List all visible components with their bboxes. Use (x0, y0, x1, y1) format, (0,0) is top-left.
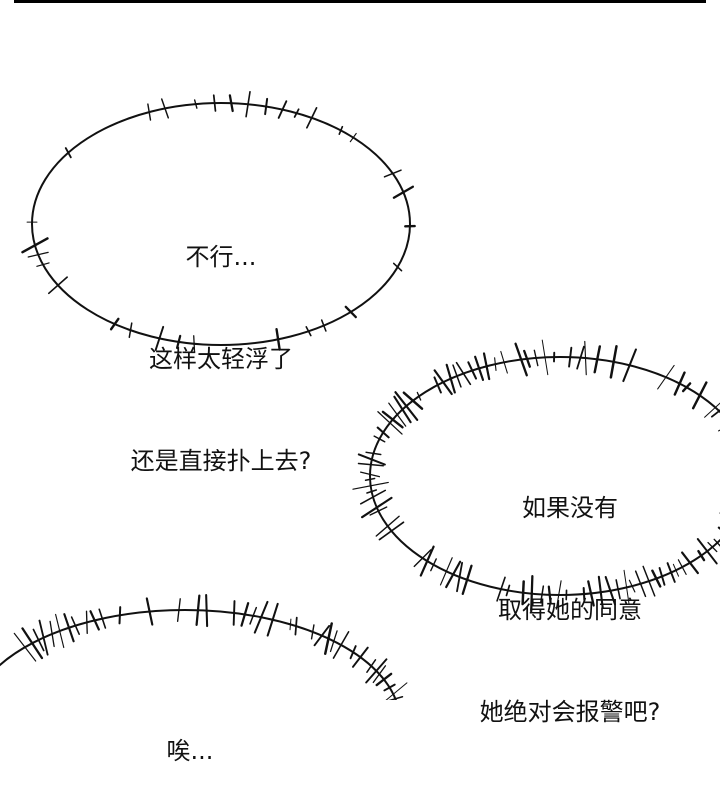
bubble-3-line-1: 唉... (120, 734, 260, 768)
speech-bubble-3-text: 唉... (120, 666, 260, 802)
bubble-2-line-1: 如果没有 (450, 491, 690, 525)
bubble-2-line-3: 她绝对会报警吧? (450, 695, 690, 729)
speech-bubble-1-text: 不行... 这样太轻浮了 还是直接扑上去? (101, 172, 341, 512)
bubble-1-line-3: 还是直接扑上去? (101, 444, 341, 478)
bubble-1-line-1: 不行... (101, 240, 341, 274)
bubble-1-line-2: 这样太轻浮了 (101, 342, 341, 376)
speech-bubble-2-text: 如果没有 取得她的同意 她绝对会报警吧? (450, 423, 690, 763)
bubble-2-line-2: 取得她的同意 (450, 593, 690, 627)
